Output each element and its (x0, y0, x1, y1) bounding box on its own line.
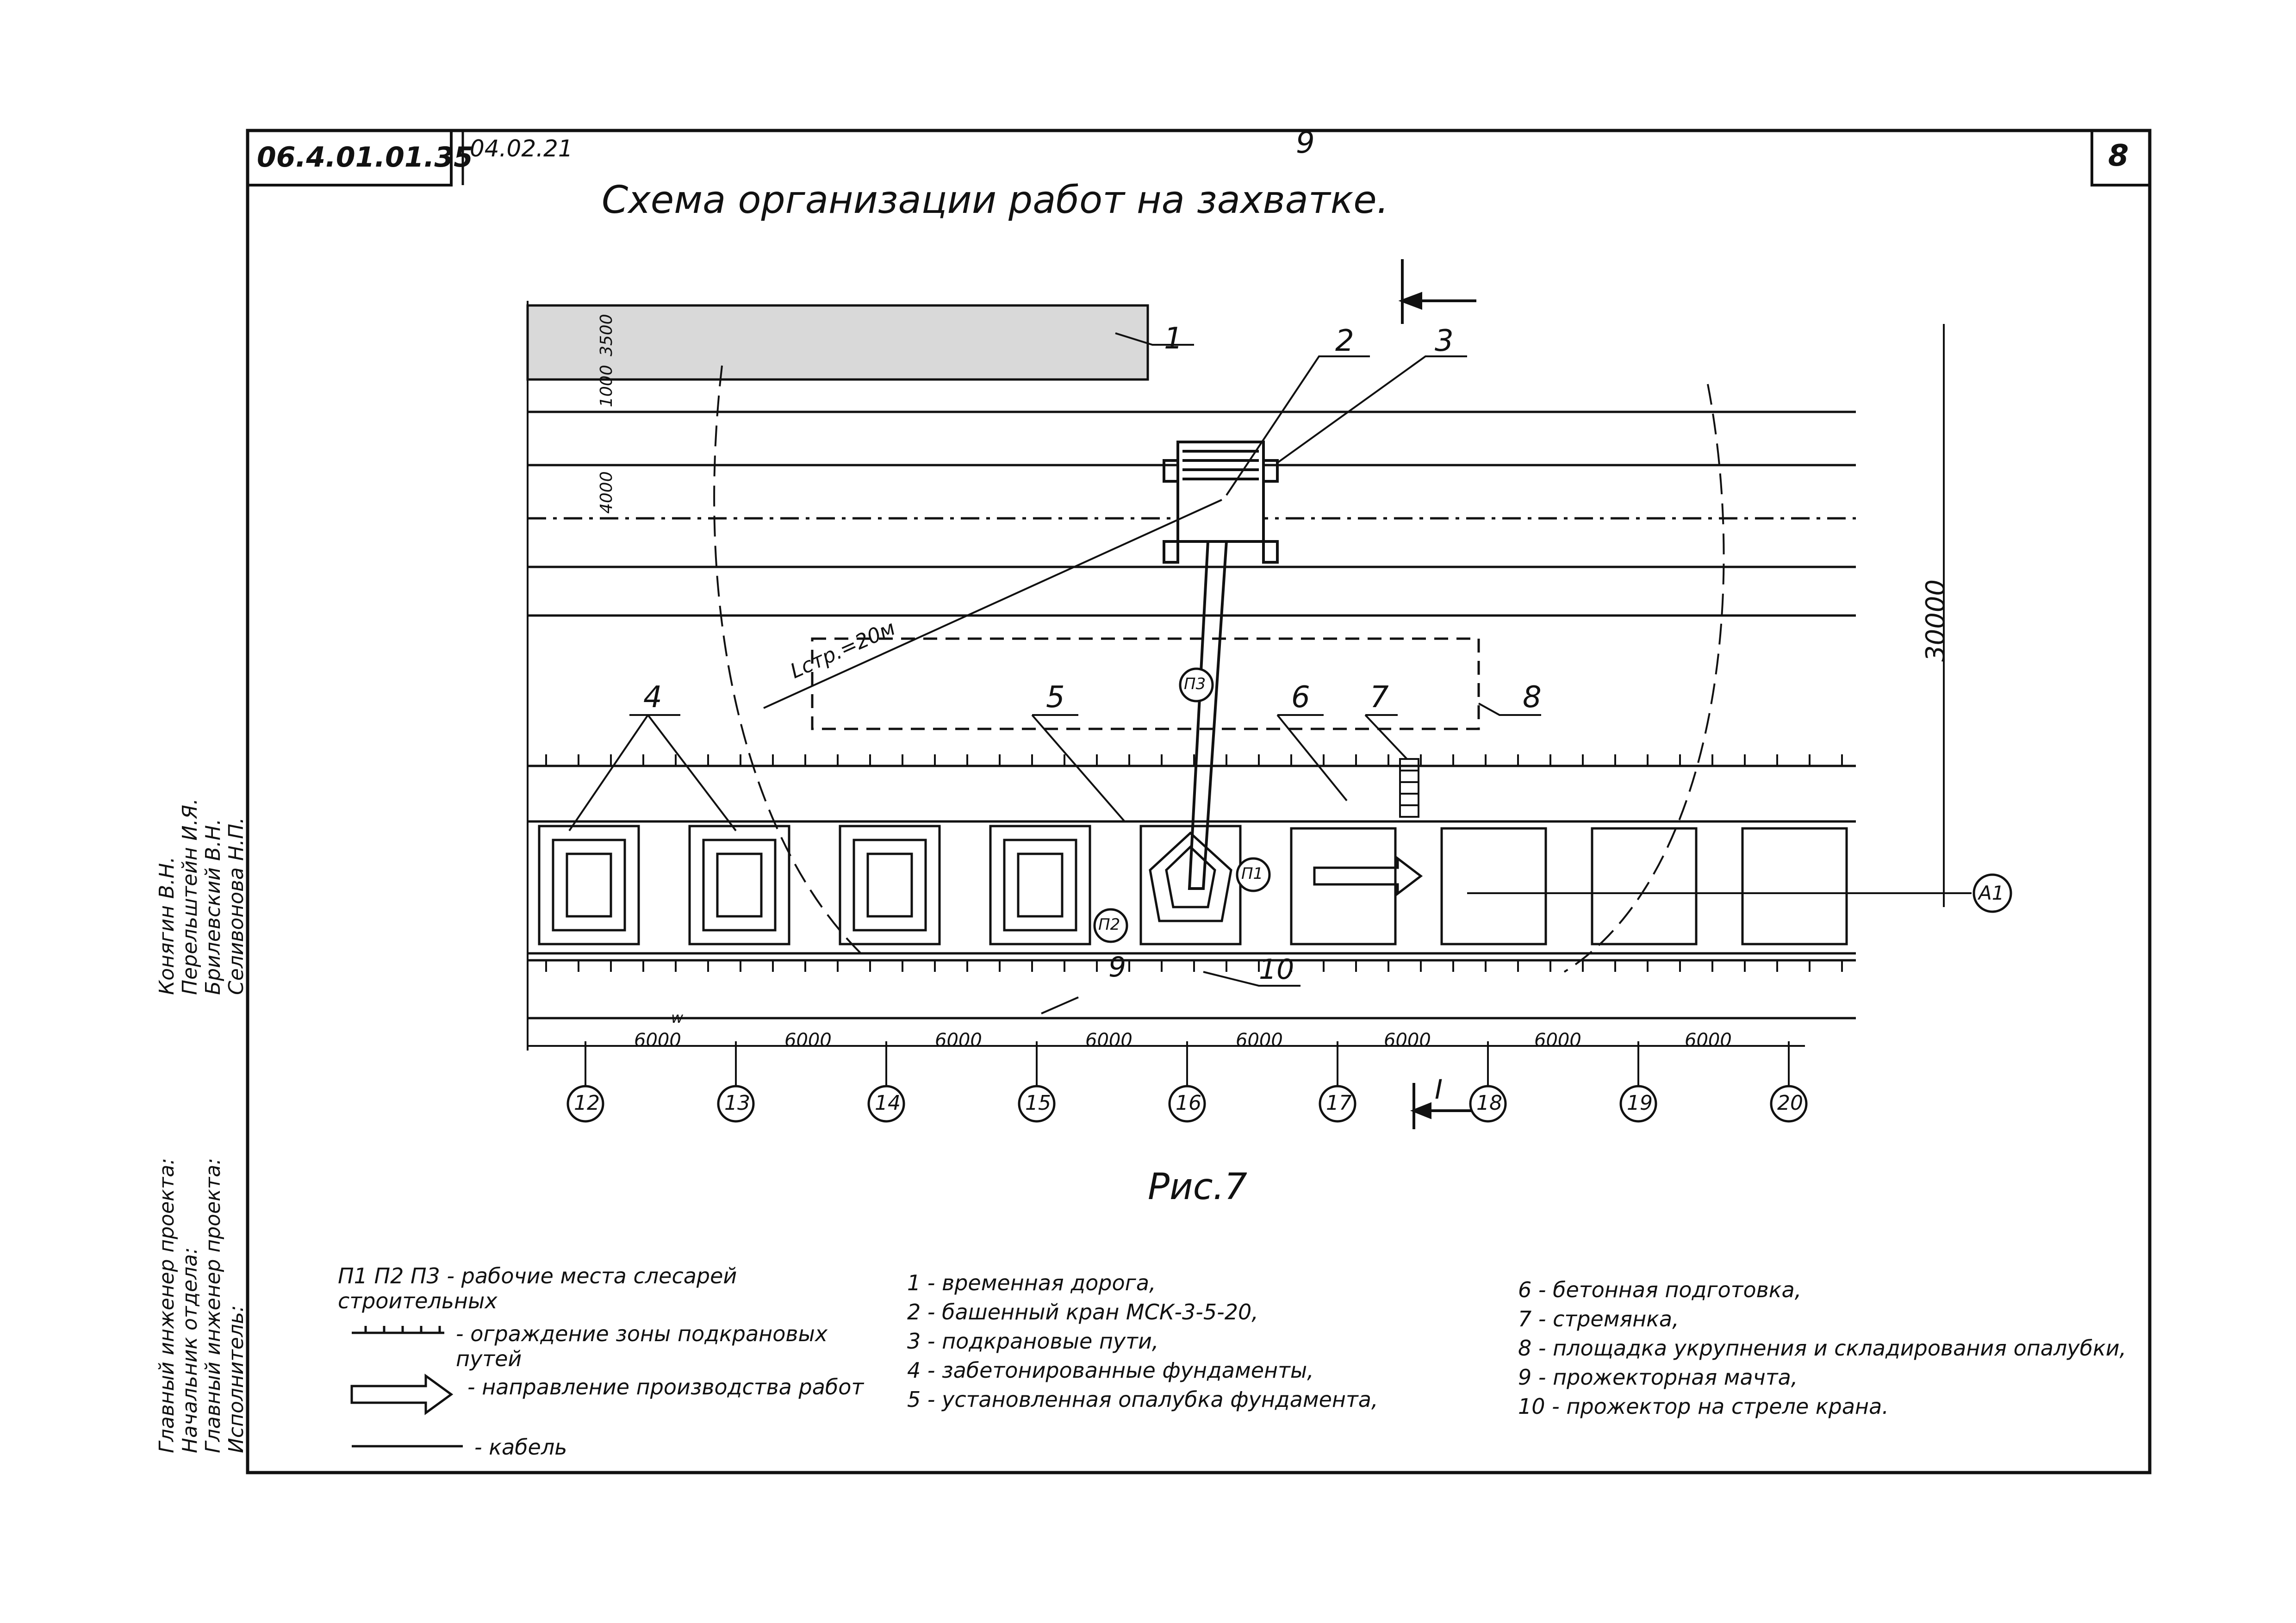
axis-a1: A1 (1979, 882, 2004, 904)
legend-item-5: 5 - установленная опалубка фундамента, (907, 1387, 1378, 1412)
workplace-p2: П2 (1098, 915, 1120, 934)
span-5: 6000 (1236, 1030, 1283, 1051)
axis-bubbles (566, 667, 2012, 1123)
concreted-foundations (538, 825, 1091, 945)
legend-cable: - кабель (474, 1435, 567, 1460)
axis-15: 15 (1025, 1091, 1051, 1115)
legend-fence: - ограждение зоны подкрановых путей (456, 1321, 828, 1371)
legend-item-2: 2 - башенный кран МСК-3-5-20, (907, 1300, 1258, 1325)
span-1: 6000 (634, 1030, 681, 1051)
callout-7: 7 (1370, 680, 1389, 715)
signature-dept-head-role: Начальник отдела: (178, 1247, 202, 1453)
sheet-number: 8 (2108, 139, 2129, 173)
direction-arrow (1313, 856, 1423, 896)
workplace-p3: П3 (1184, 675, 1206, 693)
callout-5: 5 (1046, 680, 1065, 715)
callout-8: 8 (1523, 680, 1542, 715)
legend-item-4: 4 - забетонированные фундаменты, (907, 1358, 1314, 1383)
assembly-platform (811, 637, 1480, 730)
signature-project-engineer-role: Главный инженер проекта: (201, 1157, 225, 1453)
axis-18: 18 (1476, 1091, 1502, 1115)
tower-crane (763, 441, 1279, 890)
ladder (1399, 758, 1419, 818)
axis-12: 12 (574, 1091, 600, 1115)
doc-code: 06.4.01.01.35 (257, 141, 473, 174)
page-number: 9 (1296, 126, 1315, 160)
span-7: 6000 (1534, 1030, 1581, 1051)
crane-reach-arc (713, 365, 1725, 973)
legend-workplaces: П1 П2 П3 - рабочие места слесарей строит… (338, 1263, 737, 1313)
callout-10: 10 (1259, 953, 1294, 986)
span-2: 6000 (784, 1030, 832, 1051)
span-6: 6000 (1384, 1030, 1431, 1051)
signature-dept-head-name: Перельштейн И.Я. (178, 798, 202, 995)
dim-track: 4000 (597, 471, 616, 514)
signature-project-engineer-name: Брилевский В.Н. (201, 818, 225, 995)
signature-chief-engineer-role: Главный инженер проекта: (155, 1157, 179, 1453)
section-mark: I (1435, 1074, 1443, 1105)
signature-executor-name: Селивонова Н.П. (224, 817, 248, 995)
signature-chief-engineer-name: Конягин В.Н. (155, 856, 179, 995)
workplace-p1: П1 (1241, 864, 1263, 883)
dim-total: 30000 (1921, 579, 1951, 662)
legend-item-7: 7 - стремянка, (1518, 1306, 1679, 1331)
dimension-lines (527, 301, 1953, 1088)
span-3: 6000 (935, 1030, 982, 1051)
doc-date: 04.02.21 (470, 135, 573, 162)
fence-ticks (545, 754, 1843, 972)
legend-item-9: 9 - прожекторная мачта, (1518, 1365, 1798, 1390)
legend-item-1: 1 - временная дорога, (907, 1270, 1156, 1295)
legend-item-10: 10 - прожектор на стреле крана. (1518, 1394, 1889, 1419)
callout-4: 4 (643, 680, 662, 715)
dim-road-gap: 1000 (597, 365, 616, 407)
callout-9: 9 (1108, 951, 1126, 983)
span-4: 6000 (1085, 1030, 1132, 1051)
axis-19: 19 (1627, 1091, 1653, 1115)
sheet-frame (246, 129, 2152, 1474)
page-title: Схема организации работ на захватке. (602, 178, 1389, 222)
legend-item-3: 3 - подкрановые пути, (907, 1329, 1159, 1354)
axis-20: 20 (1777, 1091, 1803, 1115)
callout-3: 3 (1435, 324, 1454, 358)
concrete-preparation (1290, 827, 1848, 945)
axis-14: 14 (875, 1091, 901, 1115)
callout-2: 2 (1335, 324, 1354, 358)
callout-6: 6 (1291, 680, 1310, 715)
temporary-road (526, 304, 1149, 381)
figure-caption: Рис.7 (1148, 1166, 1248, 1208)
signature-executor-role: Исполнитель: (224, 1305, 248, 1453)
legend-symbols (350, 1326, 463, 1448)
axis-13: 13 (724, 1091, 750, 1115)
doc-code-box (246, 129, 453, 187)
callout-1: 1 (1164, 322, 1183, 356)
cable-mark: w (671, 1009, 684, 1026)
span-8: 6000 (1685, 1030, 1732, 1051)
callout-leaders (568, 332, 1541, 1014)
dim-road: 3500 (597, 314, 616, 356)
sheet-number-box (2091, 129, 2151, 187)
axis-16: 16 (1176, 1091, 1201, 1115)
axis-17: 17 (1326, 1091, 1352, 1115)
legend-item-6: 6 - бетонная подготовка, (1518, 1277, 1802, 1302)
legend-direction: - направление производства работ (467, 1374, 864, 1399)
legend-item-8: 8 - площадка укрупнения и складирования … (1518, 1336, 2127, 1361)
section-marks (1398, 259, 1476, 1129)
